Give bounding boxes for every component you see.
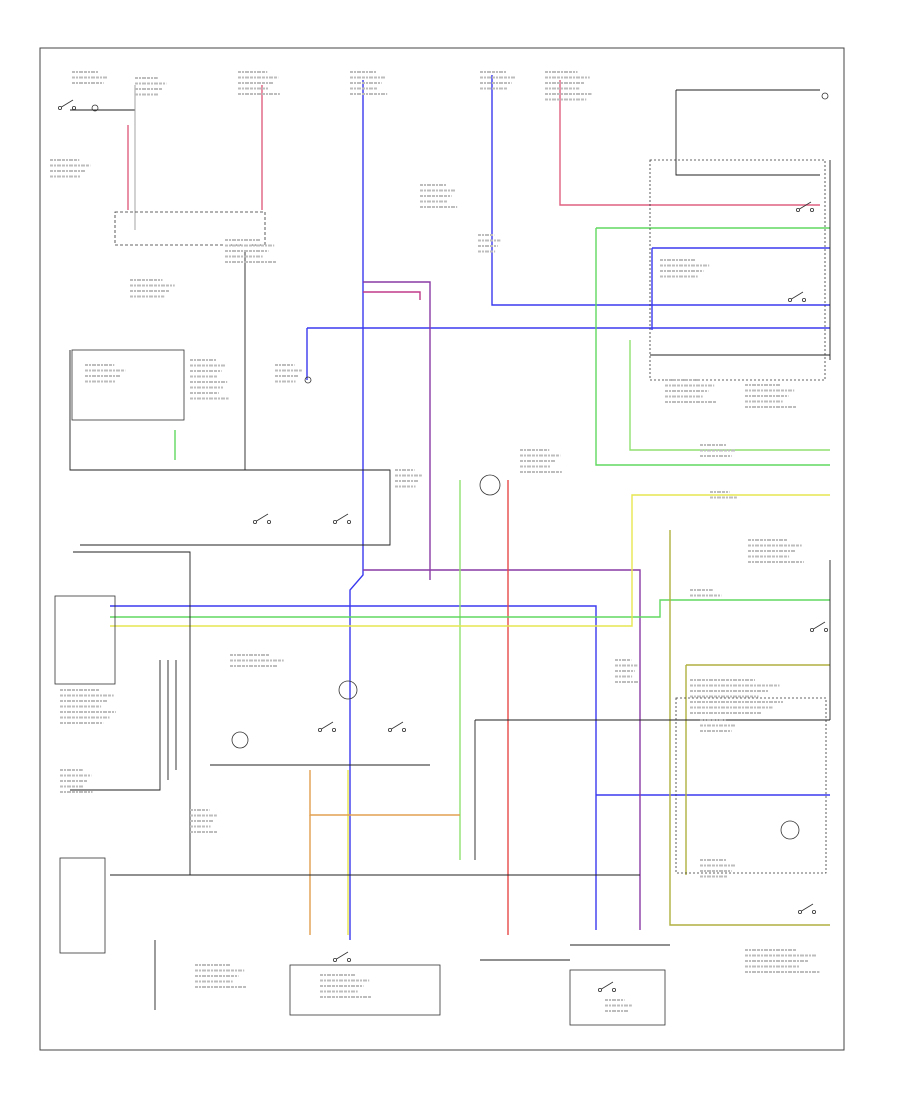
label-block-29 bbox=[320, 974, 372, 998]
components bbox=[54, 92, 829, 1026]
fuse-circle bbox=[231, 731, 249, 749]
label-block-3 bbox=[350, 71, 388, 95]
label-block-26 bbox=[745, 949, 820, 973]
switch-top-left bbox=[58, 99, 77, 111]
light-green-wire-mid bbox=[629, 340, 830, 451]
label-block-30 bbox=[605, 999, 632, 1012]
pressure-sensor-connector bbox=[479, 474, 501, 496]
label-block-0 bbox=[72, 71, 108, 84]
label-block-27 bbox=[700, 719, 736, 732]
label-block-15 bbox=[665, 379, 717, 403]
pink-wire-top-right bbox=[559, 80, 820, 206]
colored-wires bbox=[110, 75, 830, 940]
label-block-21 bbox=[230, 654, 284, 667]
relay-box-upper-left bbox=[114, 211, 266, 246]
blower-motor-box bbox=[289, 964, 441, 1016]
label-block-19 bbox=[60, 689, 116, 724]
black-wire-relay-block bbox=[69, 350, 391, 546]
label-block-22 bbox=[195, 964, 247, 988]
label-block-13 bbox=[478, 234, 501, 253]
label-block-17 bbox=[520, 449, 562, 473]
switch-pressure-high bbox=[810, 621, 829, 633]
label-block-4 bbox=[480, 71, 516, 90]
label-block-33 bbox=[700, 444, 736, 457]
blue-wire-long-horizontal bbox=[110, 605, 597, 930]
ac-compressor-relay-area bbox=[649, 159, 826, 381]
ac-pressure-sensor-area bbox=[675, 697, 827, 874]
black-wire-top-right bbox=[675, 90, 820, 176]
fuse-top-left bbox=[91, 104, 99, 112]
label-block-14 bbox=[660, 259, 710, 278]
label-block-10 bbox=[190, 359, 229, 400]
green-wire-right-loop bbox=[595, 228, 830, 466]
blue-wire-right-upper bbox=[491, 75, 830, 306]
label-block-7 bbox=[225, 239, 277, 263]
evaporator-sensor-box bbox=[59, 857, 106, 954]
label-block-1 bbox=[135, 77, 167, 96]
label-block-12 bbox=[420, 184, 458, 208]
ground-terminal-left bbox=[304, 376, 312, 384]
green-wire-long-horizontal bbox=[110, 599, 830, 618]
label-block-8 bbox=[130, 279, 175, 298]
component-labels bbox=[50, 71, 820, 1012]
label-block-24 bbox=[690, 679, 783, 714]
label-block-31 bbox=[748, 539, 804, 563]
blower-resistor-circle bbox=[338, 680, 358, 700]
ground-terminal-top-right bbox=[821, 92, 829, 100]
label-block-23 bbox=[615, 659, 639, 683]
black-wires bbox=[69, 85, 831, 1010]
label-block-6 bbox=[50, 159, 91, 178]
switch-relay-b bbox=[332, 513, 351, 525]
switch-blower-high bbox=[387, 721, 406, 733]
label-block-5 bbox=[545, 71, 592, 101]
olive-wire-right bbox=[669, 530, 830, 926]
switch-compressor-mid bbox=[788, 291, 807, 302]
label-block-34 bbox=[710, 491, 737, 499]
label-block-20 bbox=[60, 769, 93, 793]
label-block-2 bbox=[238, 71, 280, 95]
switch-blower-motor bbox=[332, 951, 351, 963]
label-block-9 bbox=[85, 364, 126, 383]
label-block-18 bbox=[395, 469, 422, 488]
blue-wire-center bbox=[349, 80, 364, 940]
switch-relay-a bbox=[252, 513, 271, 525]
label-block-11 bbox=[275, 364, 302, 383]
orange-wire-lower bbox=[309, 770, 460, 816]
blower-relay-box bbox=[71, 349, 185, 421]
climate-control-module bbox=[54, 595, 116, 685]
switch-compressor-top bbox=[796, 201, 815, 212]
pressure-switch-box bbox=[569, 969, 666, 1026]
black-wire-left-drop bbox=[73, 551, 191, 875]
label-block-25 bbox=[700, 859, 736, 878]
yellow-wire-long bbox=[110, 494, 830, 627]
magenta-wire-jumper bbox=[363, 291, 421, 300]
page-border bbox=[39, 47, 845, 1051]
label-block-28 bbox=[190, 809, 218, 833]
label-block-16 bbox=[745, 384, 797, 408]
switch-pressure-low bbox=[798, 903, 817, 915]
sensor-circle bbox=[780, 820, 800, 840]
purple-wire-lower bbox=[363, 569, 641, 930]
label-block-32 bbox=[690, 589, 722, 597]
purple-wire-center bbox=[363, 281, 431, 580]
switch-blower-low bbox=[317, 721, 336, 733]
switch-pressure-bottom bbox=[598, 981, 617, 993]
black-wire-module-left bbox=[70, 660, 161, 791]
